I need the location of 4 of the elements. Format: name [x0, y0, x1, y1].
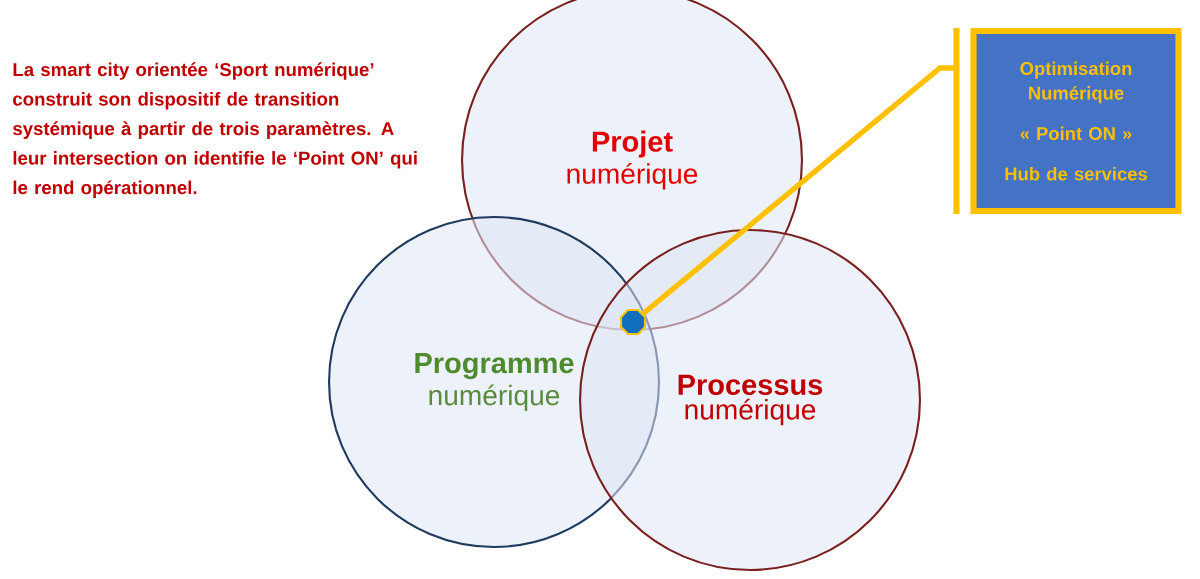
leader-line — [641, 65, 957, 316]
description-text: La smart city orientée ‘Sport numérique’ construit son dispositif de transition systémique à partir de trois paramètres. A leur intersection on identifie le ‘Point ON’ qui le rend opérationnel. — [13, 62, 417, 198]
octagon-marker — [619, 308, 647, 336]
callout-box: Optimisation Numérique « Point ON » Hub de services — [953, 27, 1182, 215]
